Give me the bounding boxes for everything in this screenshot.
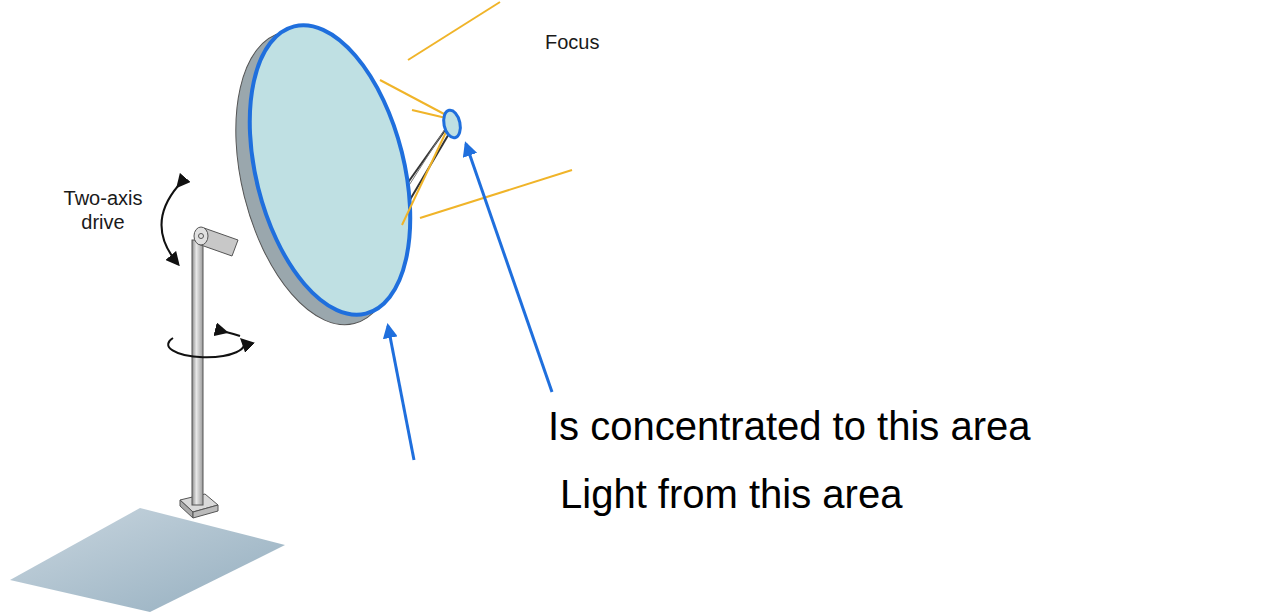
part-label: Two-axis drive <box>48 186 158 234</box>
tilt-arrow <box>162 186 179 264</box>
dish-reflector <box>222 8 437 331</box>
callout-text: Light from this area <box>560 470 902 518</box>
rotate-arrow <box>168 338 244 357</box>
light-rays <box>380 2 572 225</box>
support-pole <box>192 240 203 505</box>
ground-plane <box>10 508 285 612</box>
part-label: Focus <box>545 30 599 54</box>
leader-arrow <box>466 144 552 392</box>
leader-arrow <box>388 326 414 460</box>
focus-receiver <box>441 109 462 140</box>
callout-text: Is concentrated to this area <box>548 402 1031 450</box>
